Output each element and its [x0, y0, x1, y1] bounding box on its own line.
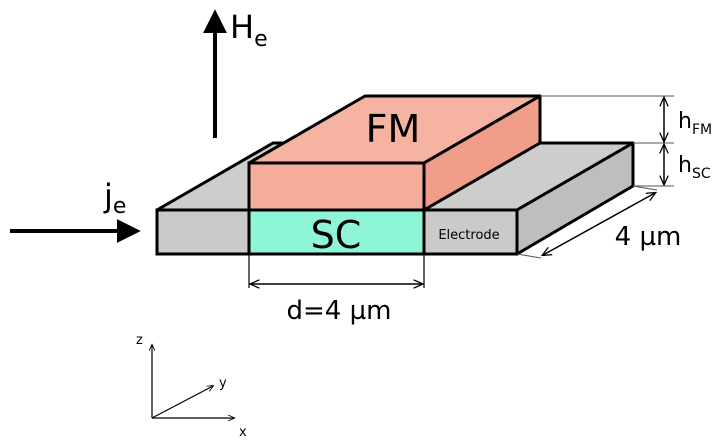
- fm-block: [247, 94, 542, 212]
- x-axis-label: x: [239, 425, 247, 440]
- h-fm-label-main: h: [678, 109, 692, 134]
- electrode-label: Electrode: [438, 228, 499, 243]
- y-axis: [151, 386, 213, 419]
- width-extension-front: [516, 253, 542, 259]
- thickness-dimensions: [540, 95, 674, 187]
- z-axis-label: z: [136, 333, 143, 348]
- width-dimension-line: [543, 193, 655, 255]
- h-sc-label: hSC: [678, 153, 711, 182]
- fm-front-face: [247, 161, 426, 212]
- electrode-left-front-face: [155, 208, 251, 256]
- sc-label: SC: [311, 213, 362, 257]
- h-sc-label-main: h: [678, 153, 692, 178]
- electrode-right-front-face: [422, 208, 519, 256]
- width-extension-back: [632, 185, 658, 191]
- length-label: d=4 µm: [287, 296, 392, 326]
- current-label: je: [103, 177, 126, 219]
- width-dimension: [516, 185, 658, 259]
- field-label-main: H: [230, 8, 254, 46]
- sc-block: [247, 208, 426, 256]
- current-label-sub: e: [113, 194, 127, 219]
- field-label: He: [230, 8, 268, 52]
- coordinate-axes: [152, 345, 234, 418]
- length-dimension: [248, 254, 425, 288]
- h-sc-label-sub: SC: [692, 166, 711, 182]
- fm-label: FM: [366, 107, 421, 151]
- h-fm-label: hFM: [678, 109, 712, 138]
- current-label-main: j: [103, 177, 113, 215]
- h-fm-label-sub: FM: [692, 122, 712, 138]
- width-label: 4 µm: [615, 222, 682, 252]
- field-label-sub: e: [254, 27, 268, 52]
- y-axis-label: y: [219, 376, 227, 391]
